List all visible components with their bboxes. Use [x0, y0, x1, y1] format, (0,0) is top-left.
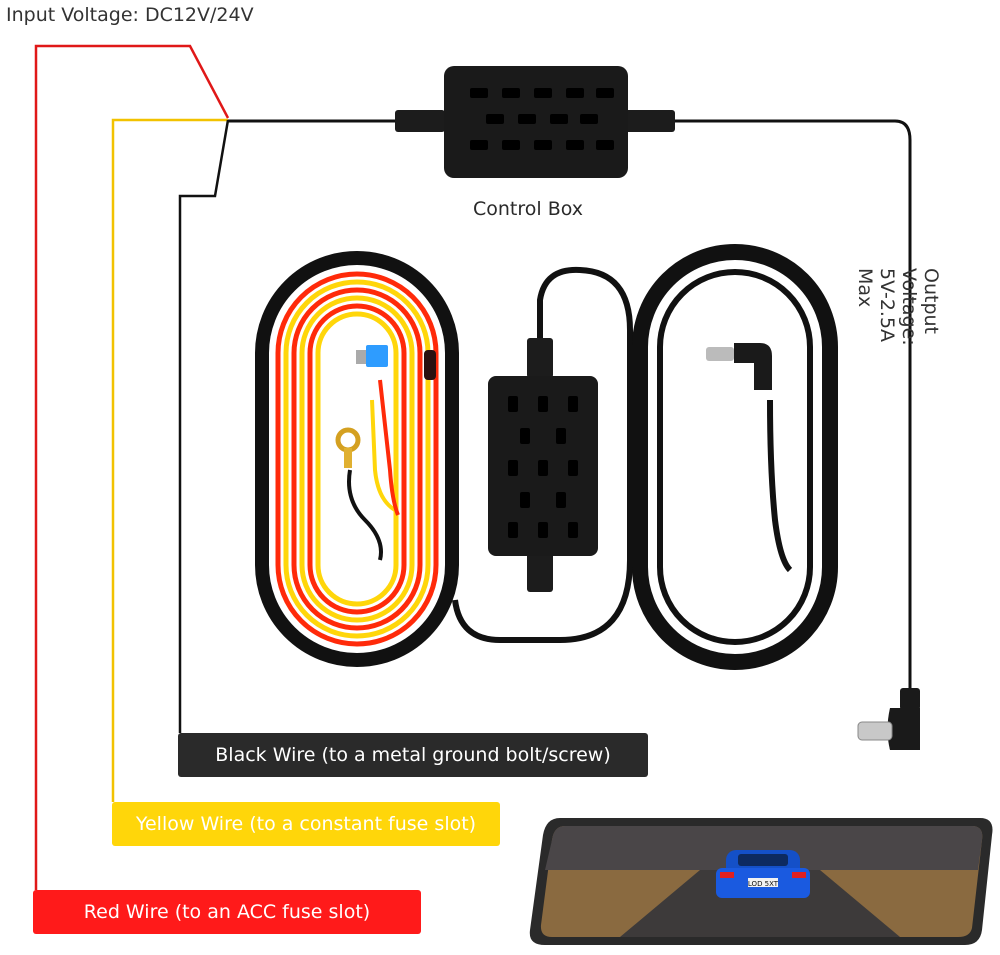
black-wire-tag: Black Wire (to a metal ground bolt/screw…	[178, 733, 648, 777]
right-cable-coil	[632, 244, 838, 670]
inline-fuse-icon	[424, 350, 436, 380]
red-leader-line	[34, 44, 230, 890]
control-box-middle	[488, 338, 598, 592]
red-wire-tag: Red Wire (to an ACC fuse slot)	[33, 890, 421, 934]
control-box-label: Control Box	[473, 198, 584, 220]
middle-cable	[452, 266, 633, 643]
yellow-leader-line	[111, 118, 228, 802]
input-voltage-label: Input Voltage: DC12V/24V	[6, 4, 254, 26]
left-wire-coil	[255, 251, 459, 667]
mirror-plate: LOD 5XT	[748, 880, 779, 888]
mirror-dashcam: LOD 5XT	[529, 818, 993, 945]
yellow-wire-tag: Yellow Wire (to a constant fuse slot)	[112, 802, 500, 846]
usb-c-connector-output	[857, 688, 920, 750]
black-leader-line	[178, 119, 230, 733]
fuse-tap-icon	[356, 345, 388, 367]
output-cable	[640, 119, 912, 690]
usb-c-connector-coil	[706, 343, 772, 390]
output-voltage-label: Output Voltage: 5V-2.5A Max	[854, 268, 942, 346]
control-box-top	[395, 66, 675, 178]
ring-terminal-icon	[335, 427, 361, 468]
